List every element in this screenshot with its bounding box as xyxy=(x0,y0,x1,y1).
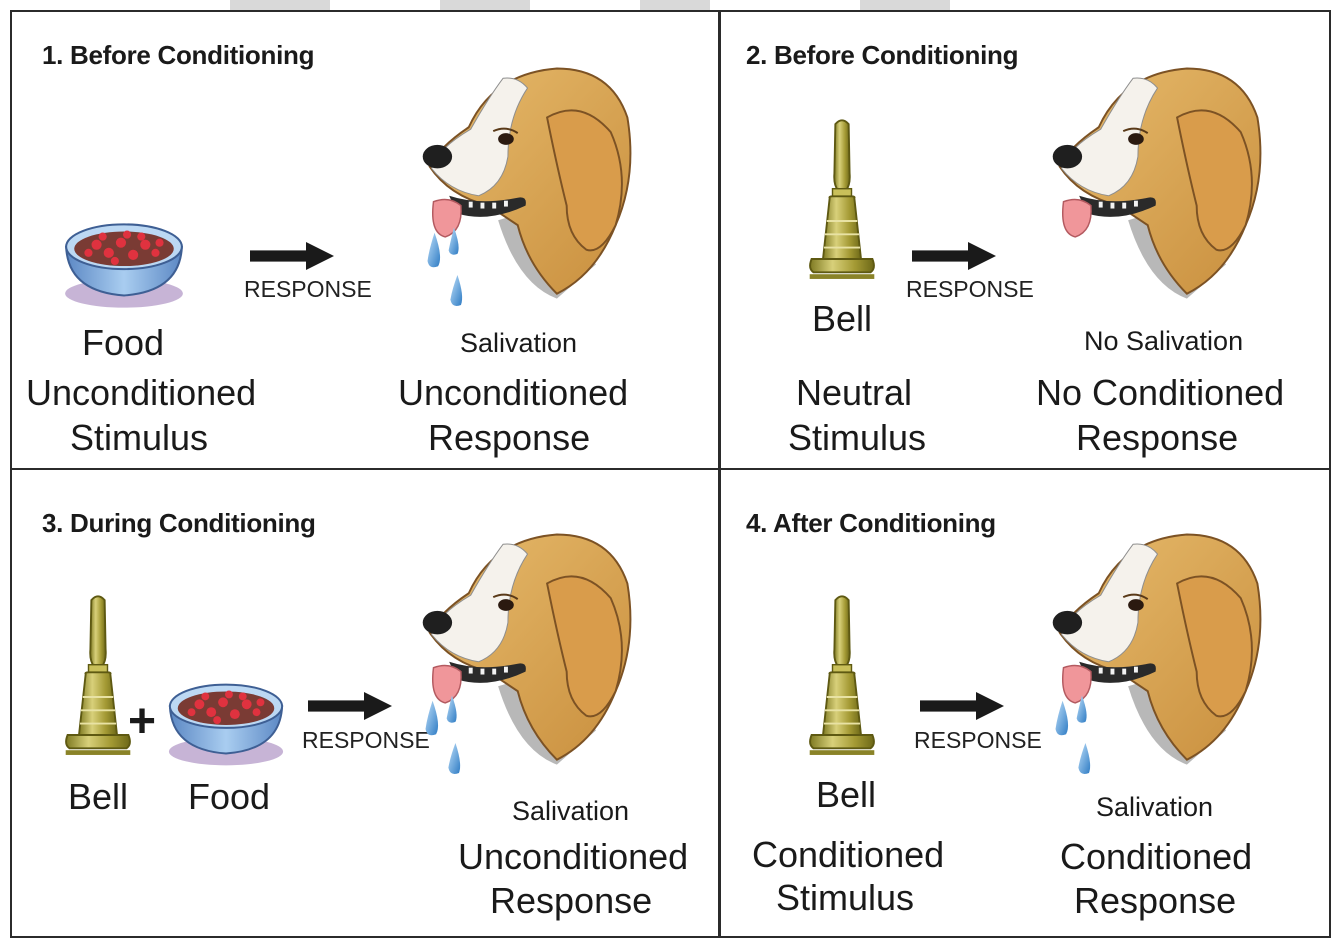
stimulus-item-bell: Bell xyxy=(68,774,128,819)
panel-title: 3. During Conditioning xyxy=(42,508,316,539)
bell-icon xyxy=(804,588,880,768)
response-arrow-label: RESPONSE xyxy=(244,276,372,303)
stimulus-type-line2: Stimulus xyxy=(776,875,914,920)
stimulus-type-line2: Stimulus xyxy=(788,415,926,460)
saliva-drops-icon xyxy=(1052,690,1096,782)
right-arrow-icon xyxy=(920,692,1004,720)
saliva-drops-icon xyxy=(424,222,468,314)
dog-head-icon xyxy=(1040,56,1275,316)
response-type-line1: No Conditioned xyxy=(1036,370,1284,415)
food-bowl-icon xyxy=(58,212,190,314)
stimulus-type-line1: Neutral xyxy=(796,370,912,415)
stimulus-type-line1: Conditioned xyxy=(752,832,944,877)
response-type-line1: Conditioned xyxy=(1060,834,1252,879)
stimulus-item: Bell xyxy=(812,296,872,341)
reaction-label: Salivation xyxy=(460,328,577,359)
reaction-label: Salivation xyxy=(512,796,629,827)
response-type-line2: Response xyxy=(490,878,652,923)
response-arrow-label: RESPONSE xyxy=(914,727,1042,754)
stimulus-item: Food xyxy=(82,320,164,365)
panel-title: 2. Before Conditioning xyxy=(746,40,1018,71)
stimulus-item: Bell xyxy=(816,772,876,817)
stimulus-item-food: Food xyxy=(188,774,270,819)
top-band xyxy=(640,0,710,10)
panel-title: 4. After Conditioning xyxy=(746,508,996,539)
plus-sign: + xyxy=(128,694,156,749)
top-band xyxy=(440,0,530,10)
response-type-line1: Unconditioned xyxy=(458,834,688,879)
response-type-line2: Response xyxy=(1074,878,1236,923)
right-arrow-icon xyxy=(308,692,392,720)
reaction-label: No Salivation xyxy=(1084,326,1243,357)
right-arrow-icon xyxy=(912,242,996,270)
response-type-line1: Unconditioned xyxy=(398,370,628,415)
response-type-line2: Response xyxy=(428,415,590,460)
right-arrow-icon xyxy=(250,242,334,270)
vertical-divider xyxy=(718,10,721,938)
bell-icon xyxy=(60,588,136,768)
bell-icon xyxy=(804,112,880,292)
response-type-line2: Response xyxy=(1076,415,1238,460)
reaction-label: Salivation xyxy=(1096,792,1213,823)
horizontal-divider xyxy=(10,468,1331,470)
response-arrow-label: RESPONSE xyxy=(906,276,1034,303)
top-band xyxy=(860,0,950,10)
saliva-drops-icon xyxy=(422,690,466,782)
top-band xyxy=(230,0,330,10)
stimulus-type-line2: Stimulus xyxy=(70,415,208,460)
stimulus-type-line1: Unconditioned xyxy=(26,370,256,415)
panel-title: 1. Before Conditioning xyxy=(42,40,314,71)
food-bowl-icon xyxy=(162,672,290,772)
